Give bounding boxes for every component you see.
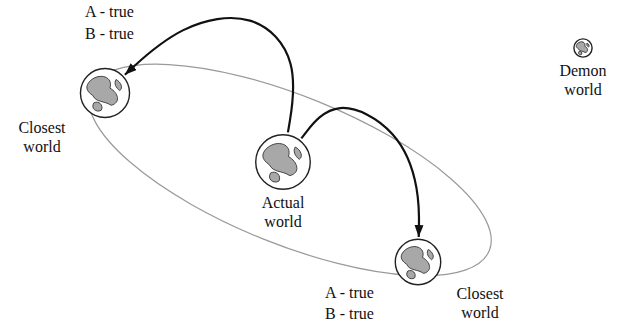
world-label: Closest world: [10, 118, 74, 156]
world-label: B - true: [85, 24, 134, 43]
land-shape: [576, 42, 587, 53]
world-label: Demon world: [553, 61, 613, 99]
world-label: A - true: [325, 283, 374, 302]
globe-icon: [573, 38, 593, 58]
world-node: Actual world: [253, 132, 313, 192]
land-shape: [115, 80, 121, 91]
land-shape: [401, 247, 429, 274]
land-shape: [427, 250, 433, 260]
land-shape: [269, 172, 279, 182]
globe-outline: [80, 68, 129, 117]
land-shape: [263, 144, 297, 176]
world-node: Demon world: [573, 38, 593, 58]
globe-icon: [253, 132, 313, 192]
counterfactual-arrow: [125, 18, 293, 132]
world-label: B - true: [325, 304, 374, 323]
land-shape: [578, 51, 581, 54]
world-label: A - true: [85, 2, 134, 21]
world-label: Actual world: [248, 193, 318, 231]
land-shape: [93, 102, 102, 111]
world-node: A - trueB - trueClosest world: [78, 66, 132, 120]
land-shape: [587, 43, 589, 47]
globe-outline: [256, 135, 311, 190]
world-node: Closest worldA - trueB - true: [393, 237, 443, 287]
world-label: Closest world: [448, 284, 512, 322]
counterfactual-arrow: [301, 108, 419, 237]
land-shape: [87, 76, 118, 105]
globe-outline: [395, 239, 440, 284]
globe-outline: [574, 39, 592, 57]
edge-group: [125, 18, 419, 237]
globe-icon: [78, 66, 132, 120]
land-shape: [294, 147, 301, 159]
land-shape: [407, 270, 415, 278]
globe-icon: [393, 237, 443, 287]
